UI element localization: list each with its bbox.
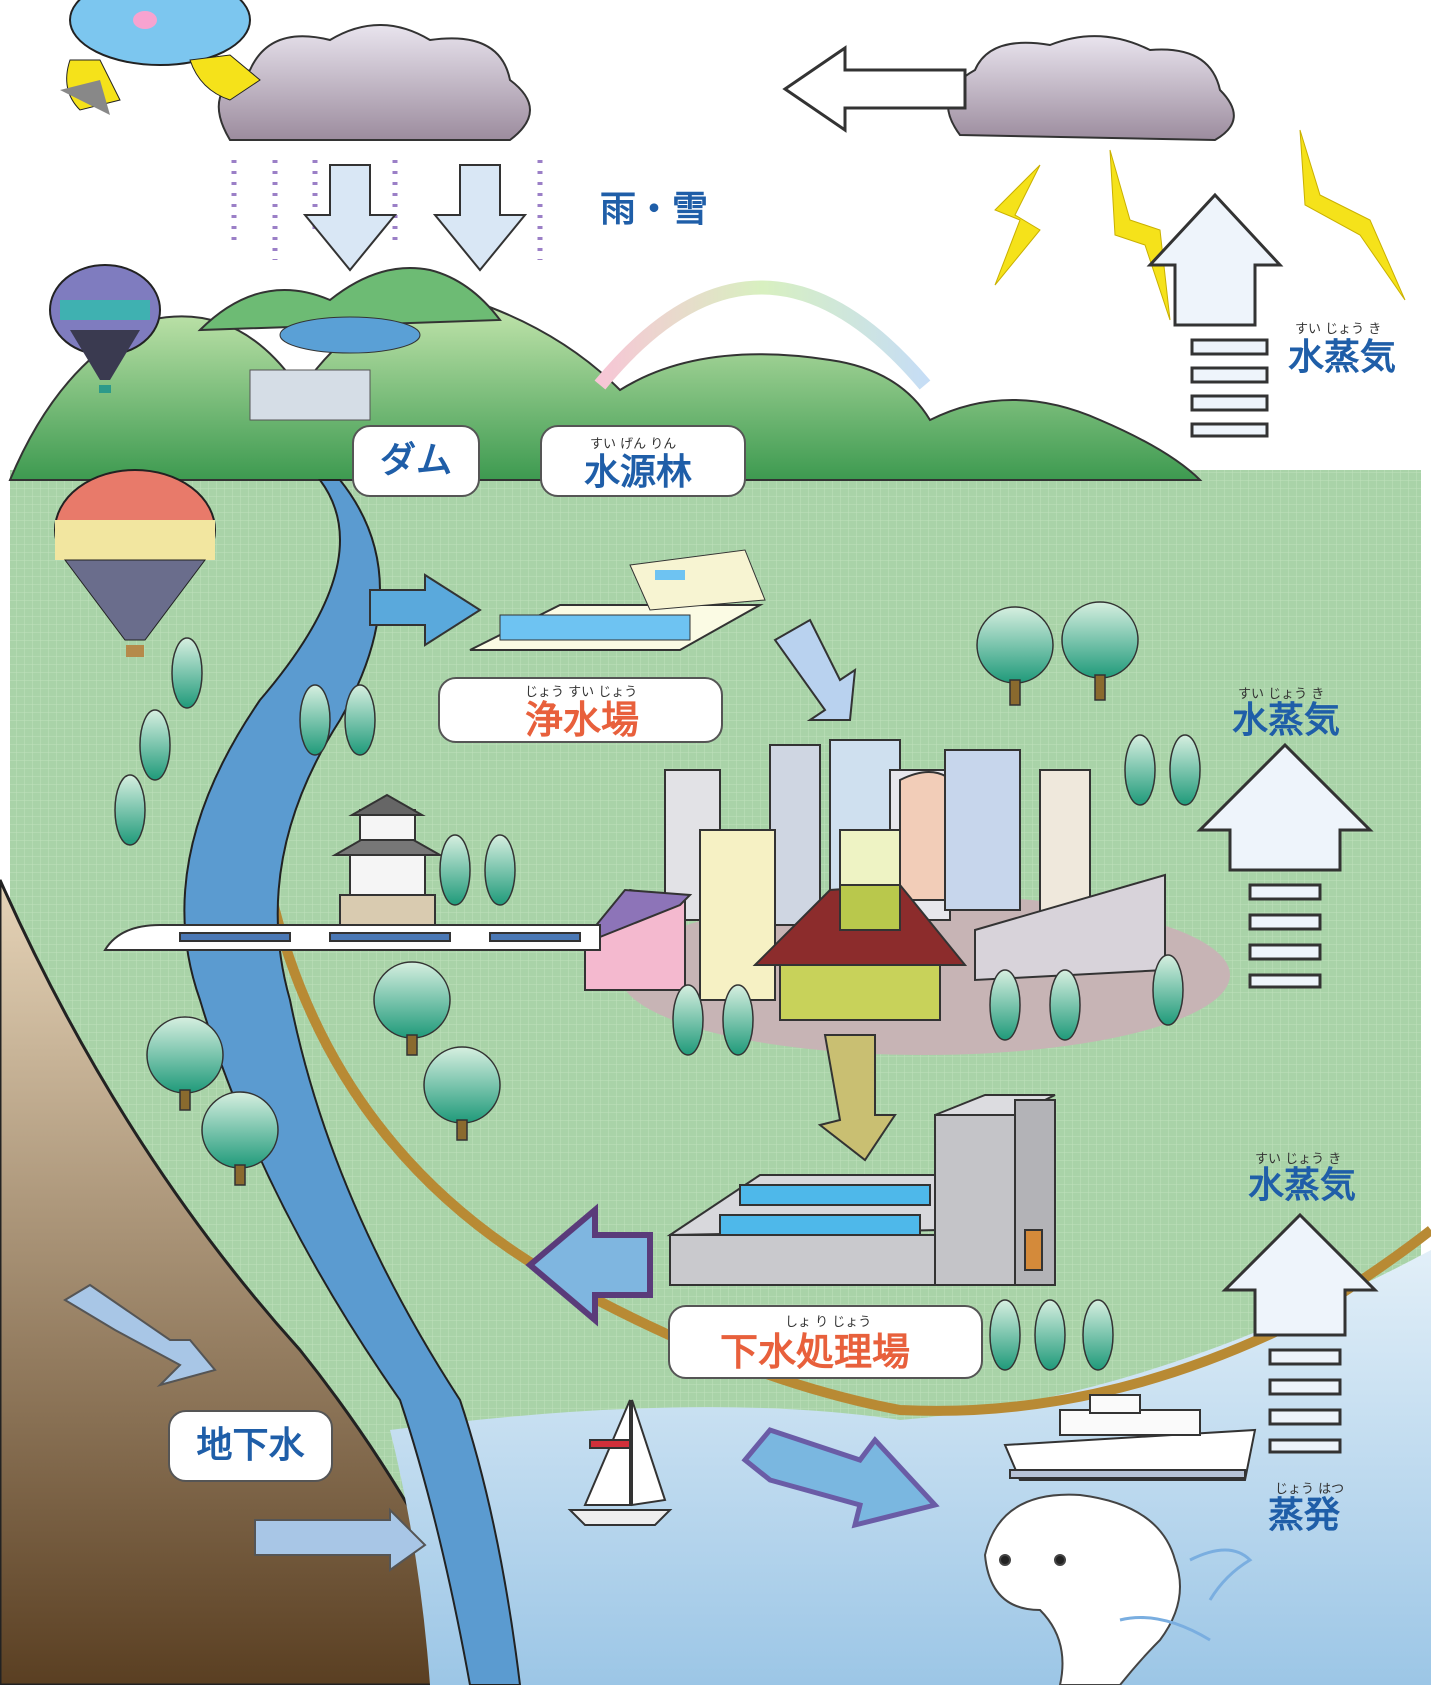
rain-snow-label: 雨・雪 xyxy=(600,189,709,230)
forest-ruby: すい げん りん xyxy=(590,437,677,452)
rain-arrows xyxy=(302,164,528,272)
ferry-ship xyxy=(1003,1394,1257,1481)
sailboat xyxy=(567,1399,673,1526)
evaporation-ruby: じょう はつ xyxy=(1275,1482,1345,1497)
vapor-arrow-top xyxy=(1146,192,1284,438)
flow-arrow-sewage-to-river xyxy=(525,1203,653,1327)
purification-label: 浄水場 xyxy=(525,698,640,742)
vapor-arrow-middle xyxy=(1196,742,1374,989)
flow-arrow-plant-to-city xyxy=(773,618,857,721)
vapor-ruby-middle: すい じょう き xyxy=(1238,687,1325,702)
flow-arrow-sea xyxy=(741,1427,940,1529)
sewage-label-box: しょ り じょう 下水処理場 xyxy=(668,1305,983,1379)
city-buildings xyxy=(579,739,1166,1021)
lightning-bolts xyxy=(994,129,1406,321)
groundwater-label-box: 地下水 xyxy=(168,1410,333,1482)
rainbow xyxy=(594,280,931,390)
vapor-ruby-top: すい じょう き xyxy=(1295,322,1382,337)
trees xyxy=(114,601,1201,1371)
vapor-cloud xyxy=(947,35,1235,142)
mascot-character xyxy=(60,0,261,115)
sewage-ruby: しょ り じょう xyxy=(785,1315,872,1330)
wind-arrow-left xyxy=(782,45,967,133)
train xyxy=(103,924,601,951)
flow-arrow-river-to-plant xyxy=(369,573,482,647)
whale xyxy=(983,1493,1253,1685)
vapor-label-top: 水蒸気 xyxy=(1288,337,1397,378)
forest-label: 水源林 xyxy=(584,452,693,493)
evaporation-label: 蒸発 xyxy=(1268,1495,1341,1536)
vapor-label-bottom: 水蒸気 xyxy=(1248,1165,1357,1206)
vapor-arrow-bottom xyxy=(1221,1212,1379,1454)
dam-label-box: ダム xyxy=(352,425,480,497)
sewage-plant xyxy=(666,1094,1056,1286)
hot-air-balloon-small xyxy=(49,264,161,393)
vapor-label-middle: 水蒸気 xyxy=(1232,700,1341,741)
purification-label-box: じょう すい じょう 浄水場 xyxy=(438,677,723,743)
river xyxy=(183,479,522,1685)
dam-label: ダム xyxy=(379,440,452,481)
forest-label-box: すい げん りん 水源林 xyxy=(540,425,746,497)
groundwater-label: 地下水 xyxy=(196,1425,305,1466)
purification-ruby: じょう すい じょう xyxy=(525,685,638,700)
rain-cloud xyxy=(217,24,531,141)
rain-drops xyxy=(231,160,543,260)
groundwater-arrows xyxy=(63,1283,427,1572)
vapor-ruby-bottom: すい じょう き xyxy=(1255,1152,1342,1167)
hot-air-balloon-large xyxy=(54,469,216,657)
sewage-label: 下水処理場 xyxy=(720,1330,911,1374)
flow-arrow-city-to-sewage xyxy=(817,1034,897,1162)
purification-plant xyxy=(469,549,766,651)
